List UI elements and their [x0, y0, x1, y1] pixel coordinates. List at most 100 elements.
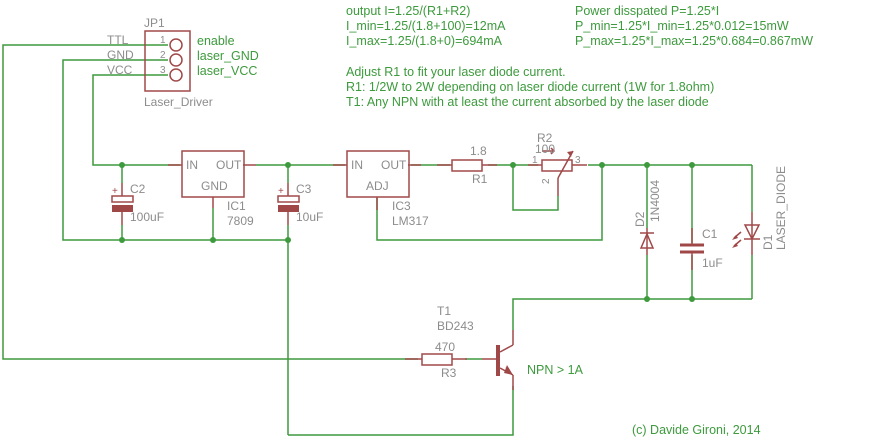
- jp1-pin3-num: 3: [160, 65, 166, 76]
- jp1-pin3[interactable]: [169, 68, 183, 82]
- jp1-pin3-label: laser_VCC: [197, 64, 257, 78]
- jp1-net-gnd: GND: [107, 48, 134, 62]
- ic1-name: IC1: [227, 199, 246, 213]
- r3-name: R3: [441, 366, 457, 380]
- jp1-pin2-label: laser_GND: [197, 49, 259, 63]
- wire-emitter: [288, 386, 514, 436]
- ic3-pin-in: IN: [351, 158, 363, 172]
- wire-gnd: [62, 59, 288, 241]
- jp1-pin2[interactable]: [169, 53, 183, 67]
- t1-collector-lead: [499, 344, 514, 353]
- wire-adj: [376, 165, 603, 241]
- r1-resistor[interactable]: 1.8 R1: [437, 144, 497, 186]
- d1-laser-diode[interactable]: D1 LASER_DIODE: [732, 166, 788, 255]
- ic1-pin-gnd: GND: [201, 179, 228, 193]
- c3-polarity: +: [278, 186, 284, 197]
- ic1-pin-in: IN: [186, 158, 198, 172]
- c3-plate-negative: [278, 205, 299, 212]
- jp1-value: Laser_Driver: [144, 95, 213, 109]
- note-formula-line: output I=1.25/(R1+R2): [346, 4, 470, 18]
- c3-capacitor[interactable]: + C3 10uF: [277, 182, 323, 225]
- c2-plate-positive: [111, 195, 134, 203]
- jp1-connector[interactable]: JP1 Laser_Driver 1 2 3 TTL GND VCC enabl…: [107, 16, 259, 109]
- ic3-regulator[interactable]: IN OUT ADJ IC3 LM317: [333, 150, 429, 228]
- r1-name: R1: [472, 172, 488, 186]
- ic1-regulator[interactable]: IN OUT GND IC1 7809: [168, 150, 256, 228]
- junction: [119, 162, 125, 168]
- ic1-pin-out: OUT: [216, 158, 242, 172]
- note-power-line: P_max=1.25*I_max=1.25*0.684=0.867mW: [575, 34, 813, 48]
- jp1-pin1-label: enable: [197, 34, 235, 48]
- ic3-name: IC3: [392, 199, 411, 213]
- r2-pin3: 3: [575, 155, 581, 166]
- junction: [644, 296, 650, 302]
- d2-triangle: [639, 232, 655, 249]
- jp1-name: JP1: [144, 16, 165, 30]
- r2-value: 100: [535, 142, 555, 156]
- t1-value: BD243: [437, 319, 474, 333]
- r3-body: [421, 353, 453, 366]
- wire-r2-wiper: [512, 165, 559, 211]
- ic3-body: [346, 150, 410, 198]
- t1-base-bar: [496, 345, 500, 376]
- d1-value: LASER_DIODE: [774, 166, 788, 250]
- c2-capacitor[interactable]: + C2 100uF: [111, 182, 164, 225]
- c3-value: 10uF: [296, 210, 323, 224]
- r1-value: 1.8: [470, 144, 487, 158]
- d1-name: D1: [761, 234, 775, 250]
- junction: [644, 162, 650, 168]
- r3-value: 470: [435, 340, 455, 354]
- junction: [689, 296, 695, 302]
- jp1-pin1[interactable]: [169, 38, 183, 52]
- jp1-pin2-num: 2: [160, 50, 166, 61]
- r1-body: [451, 159, 483, 172]
- d2-name: D2: [633, 211, 647, 227]
- junction: [510, 162, 516, 168]
- t1-name: T1: [437, 304, 451, 318]
- ic1-value: 7809: [227, 214, 254, 228]
- note-formula-line: I_max=1.25/(1.8+0)=694mA: [346, 34, 503, 48]
- ic3-pin-out: OUT: [381, 158, 407, 172]
- jp1-pin1-num: 1: [160, 35, 166, 46]
- ic3-pin-adj: ADJ: [366, 179, 389, 193]
- ic3-value: LM317: [392, 214, 429, 228]
- junction: [285, 237, 291, 243]
- c2-plate-negative: [112, 205, 133, 212]
- c1-capacitor[interactable]: C1 1uF: [680, 227, 723, 270]
- d2-diode[interactable]: D2 1N4004: [633, 180, 662, 255]
- c1-value: 1uF: [702, 256, 723, 270]
- c3-name: C3: [296, 182, 312, 196]
- junctions: [119, 162, 695, 302]
- c2-name: C2: [130, 182, 146, 196]
- transistor-note: NPN > 1A: [527, 363, 584, 377]
- note-instruction-line: Adjust R1 to fit your laser diode curren…: [346, 65, 566, 79]
- note-power-line: P_min=1.25*I_min=1.25*0.012=15mW: [575, 19, 789, 33]
- copyright: (c) Davide Gironi, 2014: [632, 423, 761, 437]
- jp1-net-ttl: TTL: [107, 33, 129, 47]
- d1-triangle: [743, 224, 761, 241]
- r2-pin2: 2: [541, 178, 552, 184]
- r2-potentiometer[interactable]: 100 R2 1 3 2: [528, 131, 587, 196]
- r3-resistor[interactable]: 470 R3: [405, 340, 467, 380]
- notes: output I=1.25/(R1+R2) I_min=1.25/(1.8+10…: [346, 4, 813, 437]
- note-instruction-line: R1: 1/2W to 2W depending on laser diode …: [346, 80, 714, 94]
- note-power-line: Power disspated P=1.25*I: [575, 4, 719, 18]
- junction: [285, 162, 291, 168]
- d2-value: 1N4004: [648, 180, 662, 222]
- wire-vcc: [92, 74, 180, 166]
- wire-collector: [512, 298, 752, 330]
- junction: [119, 237, 125, 243]
- c1-name: C1: [702, 227, 718, 241]
- r2-name: R2: [537, 131, 553, 145]
- jp1-net-vcc: VCC: [107, 63, 133, 77]
- c3-plate-positive: [277, 195, 300, 203]
- junction: [689, 162, 695, 168]
- t1-transistor[interactable]: T1 BD243: [437, 304, 514, 390]
- note-formula-line: I_min=1.25/(1.8+100)=12mA: [346, 19, 506, 33]
- c2-polarity: +: [112, 186, 118, 197]
- c2-value: 100uF: [130, 210, 164, 224]
- r2-pin1: 1: [532, 155, 538, 166]
- junction: [599, 162, 605, 168]
- note-instruction-line: T1: Any NPN with at least the current ab…: [346, 95, 709, 109]
